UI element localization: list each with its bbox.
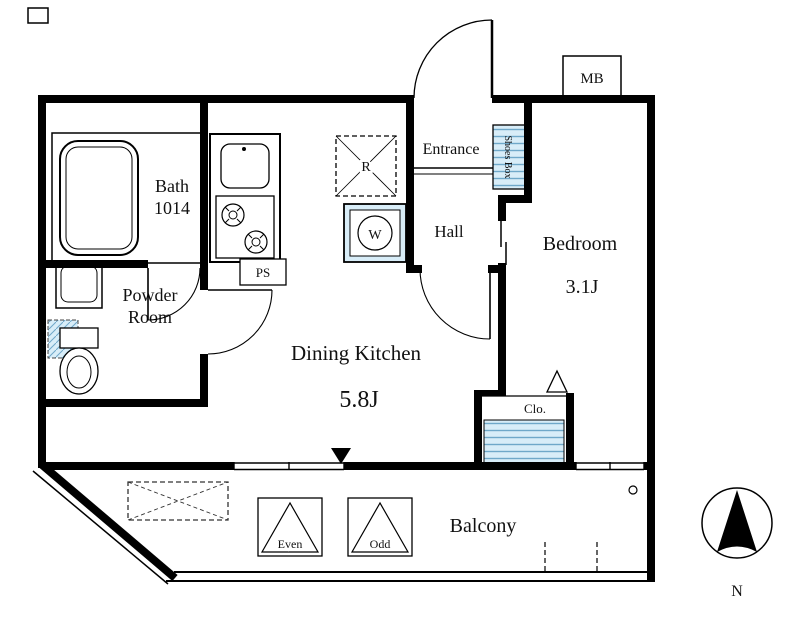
walls <box>38 95 655 582</box>
balcony-structure <box>32 460 651 585</box>
wall-segment <box>647 95 655 582</box>
faucet-icon <box>242 147 246 151</box>
wall-segment <box>406 95 414 273</box>
shoes-box-rect <box>492 124 526 190</box>
odd-label: Odd <box>370 537 391 551</box>
wall-segment <box>524 95 532 203</box>
ac-unit-space <box>127 481 229 521</box>
bathroom: Bath 1014 <box>51 132 205 264</box>
kitchen-counter <box>209 133 281 263</box>
wall-segment <box>38 460 178 582</box>
wall-segment <box>566 393 574 470</box>
powder-label-1: Powder <box>123 285 178 305</box>
toilet-tank <box>59 327 99 349</box>
bathtub-inner <box>65 146 133 250</box>
ps-label: PS <box>256 265 270 280</box>
balcony-door <box>233 448 351 471</box>
compass-needle-icon <box>717 490 757 552</box>
toilet-seat <box>66 355 92 389</box>
balcony-items: Even Odd <box>127 481 638 573</box>
toilet-bowl <box>59 347 99 395</box>
bedroom-label: Bedroom <box>543 233 618 255</box>
window-ticks <box>575 462 645 470</box>
washer-space: W <box>343 203 407 263</box>
wall-segment <box>406 265 422 273</box>
bath-door-arc <box>147 267 201 321</box>
mb-box <box>562 55 622 99</box>
wall-segment <box>200 354 208 407</box>
mb-label: MB <box>580 71 603 87</box>
meter-box: MB <box>562 55 622 99</box>
even-box <box>257 497 323 557</box>
burner-ticks <box>224 206 242 224</box>
doors <box>147 221 507 355</box>
wall-segment <box>644 462 655 470</box>
powder-room: Powder Room <box>47 260 178 395</box>
drain-circle <box>628 485 638 495</box>
wall-segment <box>42 462 234 470</box>
washer-label: W <box>368 228 382 243</box>
entrance-door-arc <box>413 19 493 99</box>
pipe-space: PS <box>239 258 287 286</box>
dk-label: Dining Kitchen <box>291 341 422 365</box>
balcony-rail-diagonal <box>32 470 169 585</box>
bathtub <box>59 140 139 256</box>
closet: Clo. <box>474 369 569 465</box>
refrigerator-space: R <box>335 135 397 197</box>
wall-segment <box>474 393 482 470</box>
north-label: N <box>731 583 743 600</box>
wall-segment <box>498 203 506 221</box>
direction-marker <box>331 448 351 464</box>
hall-door-arc <box>419 268 491 340</box>
wall-segment <box>474 390 506 396</box>
closet-door-triangle <box>545 369 569 393</box>
ps-box <box>239 258 287 286</box>
fridge-box <box>335 135 397 197</box>
bedroom-window <box>575 462 645 471</box>
powder-door-arc <box>207 289 273 355</box>
washer-drum <box>357 215 393 251</box>
shoes-box-label: Shoes Box <box>502 135 513 178</box>
hall-label: Hall <box>434 222 464 241</box>
stove <box>215 195 275 259</box>
kitchen-sink <box>220 143 270 189</box>
entrance-door <box>413 19 494 99</box>
ac-unit-cross <box>127 481 229 521</box>
burner-icon <box>251 237 261 247</box>
compass: N <box>701 487 773 600</box>
balcony-label: Balcony <box>450 515 517 537</box>
corner-marker <box>27 7 49 24</box>
dk-size-label: 5.8J <box>339 387 378 413</box>
even-label: Even <box>278 537 303 551</box>
powder-label-2: Room <box>128 307 172 327</box>
wall-segment <box>200 95 208 290</box>
wall-segment <box>344 462 576 470</box>
odd-box <box>347 497 413 557</box>
burner-icon <box>221 203 245 227</box>
odd-triangle <box>350 501 410 553</box>
fridge-cross <box>335 135 397 197</box>
wall-segment <box>498 195 532 203</box>
burner-icon <box>228 210 238 220</box>
wall-segment <box>488 265 506 273</box>
wall-segment <box>492 95 655 103</box>
wall-segment <box>38 95 46 468</box>
bath-size-label: 1014 <box>154 198 190 218</box>
fridge-label: R <box>361 160 371 175</box>
burner-ticks <box>247 233 265 251</box>
shoes-box: Shoes Box <box>492 124 526 190</box>
wall-segment <box>38 260 148 268</box>
closet-label: Clo. <box>524 401 546 416</box>
closet-hatch <box>483 419 565 465</box>
burner-icon <box>244 230 268 254</box>
even-triangle <box>260 501 320 553</box>
window-ticks <box>233 462 345 470</box>
wall-segment <box>38 399 208 407</box>
entrance-label: Entrance <box>423 141 480 158</box>
bedroom-size-label: 3.1J <box>566 276 599 298</box>
wall-segment <box>38 95 410 103</box>
wall-segment <box>498 263 506 396</box>
bath-label: Bath <box>155 176 189 196</box>
